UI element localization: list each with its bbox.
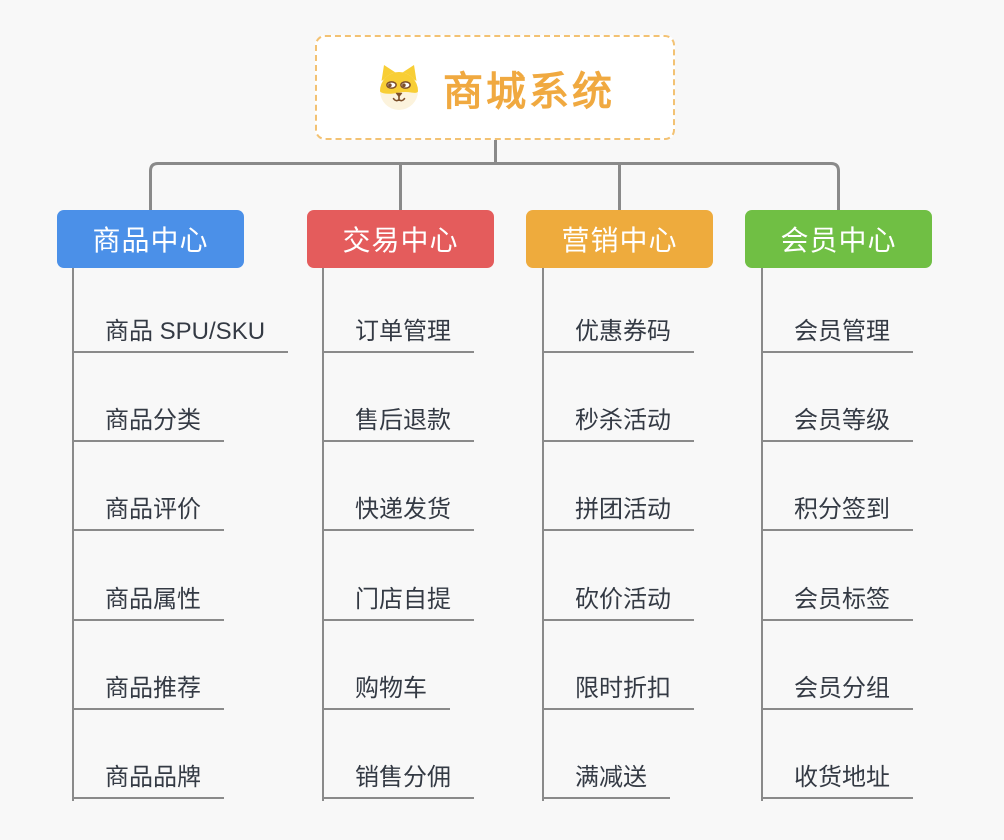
root-topic-title: 商城系统 [443, 69, 615, 114]
branch-connector-line [542, 268, 544, 801]
dog-face-icon [380, 64, 418, 110]
branch-connector-line [761, 268, 763, 801]
leaf-topic[interactable]: 积分签到 [761, 489, 913, 531]
leaf-topic[interactable]: 商品分类 [72, 400, 224, 442]
leaf-topic[interactable]: 购物车 [322, 668, 450, 710]
leaf-topic[interactable]: 销售分佣 [322, 757, 474, 799]
leaf-topic[interactable]: 会员管理 [761, 311, 913, 353]
branch-connector-line [322, 268, 324, 801]
leaf-topic[interactable]: 商品品牌 [72, 757, 224, 799]
leaf-topic[interactable]: 会员分组 [761, 668, 913, 710]
leaf-topic[interactable]: 商品评价 [72, 489, 224, 531]
leaf-topic[interactable]: 快递发货 [322, 489, 474, 531]
branch-connector-line [72, 268, 74, 801]
leaf-topic[interactable]: 拼团活动 [542, 489, 694, 531]
leaf-topic[interactable]: 会员标签 [761, 579, 913, 621]
leaf-topic[interactable]: 商品属性 [72, 579, 224, 621]
leaf-topic[interactable]: 售后退款 [322, 400, 474, 442]
leaf-topic[interactable]: 收货地址 [761, 757, 913, 799]
leaf-topic[interactable]: 商品推荐 [72, 668, 224, 710]
leaf-topic[interactable]: 限时折扣 [542, 668, 694, 710]
connector-group [149, 139, 840, 210]
leaf-topic[interactable]: 满减送 [542, 757, 670, 799]
branch-node-marketing-center[interactable]: 营销中心 [526, 210, 713, 268]
leaf-topic[interactable]: 砍价活动 [542, 579, 694, 621]
branch-node-goods-center[interactable]: 商品中心 [57, 210, 244, 268]
branch-node-trade-center[interactable]: 交易中心 [307, 210, 494, 268]
leaf-topic[interactable]: 门店自提 [322, 579, 474, 621]
leaf-topic[interactable]: 订单管理 [322, 311, 474, 353]
branch-node-member-center[interactable]: 会员中心 [745, 210, 932, 268]
root-topic[interactable]: 商城系统 [315, 35, 675, 140]
leaf-topic[interactable]: 会员等级 [761, 400, 913, 442]
leaf-topic[interactable]: 秒杀活动 [542, 400, 694, 442]
leaf-topic[interactable]: 优惠券码 [542, 311, 694, 353]
leaf-topic[interactable]: 商品 SPU/SKU [72, 311, 289, 353]
